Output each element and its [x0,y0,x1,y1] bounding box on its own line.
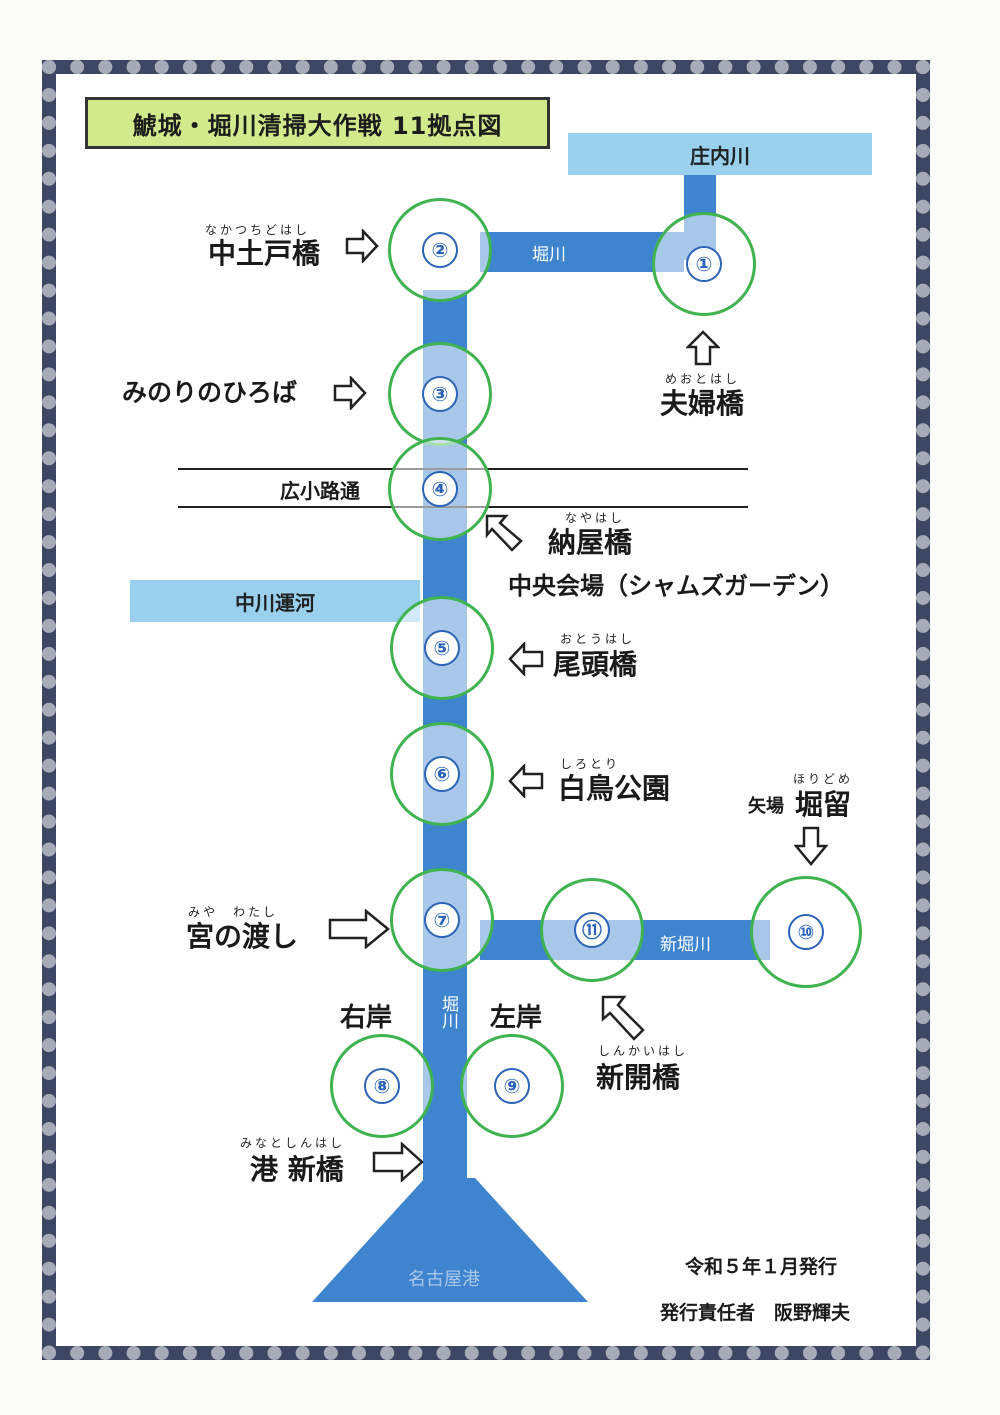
arrow-down-icon [794,826,828,866]
label-nakatsuchido-bridge: 中土戸橋 [208,237,321,270]
point-9: ⑨ [460,1034,564,1138]
road-hirokoji: 広小路通 [280,479,360,503]
publisher: 発行責任者 阪野輝夫 [660,1302,851,1324]
arrow-right-icon [345,229,379,263]
point-1: ① [652,212,756,316]
point-9-number: ⑨ [494,1068,530,1104]
arrow-upleft-icon [485,514,523,552]
issue-date: 令和５年１月発行 [685,1256,838,1278]
point-6-number: ⑥ [424,756,460,792]
ototo-ruby: おとうはし [560,632,636,646]
minato-ruby: みなとしんはし [240,1136,346,1150]
horidome-ruby: ほりどめ [793,772,854,786]
label-left-bank: 左岸 [490,1003,543,1033]
river-shinhorikawa: 新堀川 [660,935,711,955]
arrow-upleft-icon [601,995,645,1041]
label-ototo-bridge: 尾頭橋 [553,648,638,681]
arrow-left-icon [508,642,544,676]
river-horikawa-top: 堀川 [532,245,566,265]
arrow-right-icon [372,1142,424,1182]
pipe-horikawa-top [480,232,684,272]
nagoya-port-triangle [312,1178,588,1302]
point-8-number: ⑧ [364,1068,400,1104]
point-2-number: ② [422,232,458,268]
river-shonai: 庄内川 [568,133,872,175]
point-8: ⑧ [330,1034,434,1138]
meoto-ruby: めおとはし [665,372,741,386]
point-5: ⑤ [390,596,494,700]
arrow-right-icon [333,376,367,410]
point-4-number: ④ [422,471,458,507]
naya-ruby: なやはし [565,511,626,525]
decorative-border [42,60,930,1360]
point-11: ⑪ [540,878,644,982]
point-11-number: ⑪ [574,912,610,948]
point-3: ③ [388,342,492,446]
label-central-venue: 中央会場（シャムズガーデン） [508,572,844,600]
arrow-left-icon [508,764,544,798]
label-shinkai-bridge: 新開橋 [596,1061,681,1094]
point-7: ⑦ [390,868,494,972]
label-minato-shinbashi: 港 新橋 [250,1153,344,1186]
arrow-right-icon [328,909,390,949]
label-right-bank: 右岸 [340,1003,393,1033]
nagoya-port-label: 名古屋港 [408,1269,480,1290]
label-shirotori-park: 白鳥公園 [558,772,671,805]
label-horidome: 堀留 [795,788,852,821]
point-1-number: ① [686,246,722,282]
label-naya-bridge: 納屋橋 [548,526,633,559]
point-6: ⑥ [390,722,494,826]
point-10-number: ⑩ [788,914,824,950]
river-horikawa-vertical: 堀川 [438,995,458,1029]
arrow-up-icon [686,330,720,366]
river-nakagawa: 中川運河 [130,580,420,622]
label-meoto-bridge: 夫婦橋 [660,387,745,420]
point-2: ② [388,198,492,302]
point-10: ⑩ [750,876,862,988]
point-3-number: ③ [422,376,458,412]
label-minori-plaza: みのりのひろば [122,378,298,407]
nakatsuchido-ruby: なかつちどはし [205,223,311,237]
point-5-number: ⑤ [424,630,460,666]
shirotori-ruby: しろとり [560,757,621,771]
label-miyanowatashi: 宮の渡し [186,920,299,953]
shinkai-ruby: しんかいはし [598,1044,689,1058]
point-4: ④ [388,437,492,541]
miyanowatashi-ruby: みや わたし [188,905,279,919]
point-7-number: ⑦ [424,902,460,938]
page-title: 鯱城・堀川清掃大作戦 11拠点図 [85,97,550,149]
label-yaba: 矢場 [748,796,784,817]
